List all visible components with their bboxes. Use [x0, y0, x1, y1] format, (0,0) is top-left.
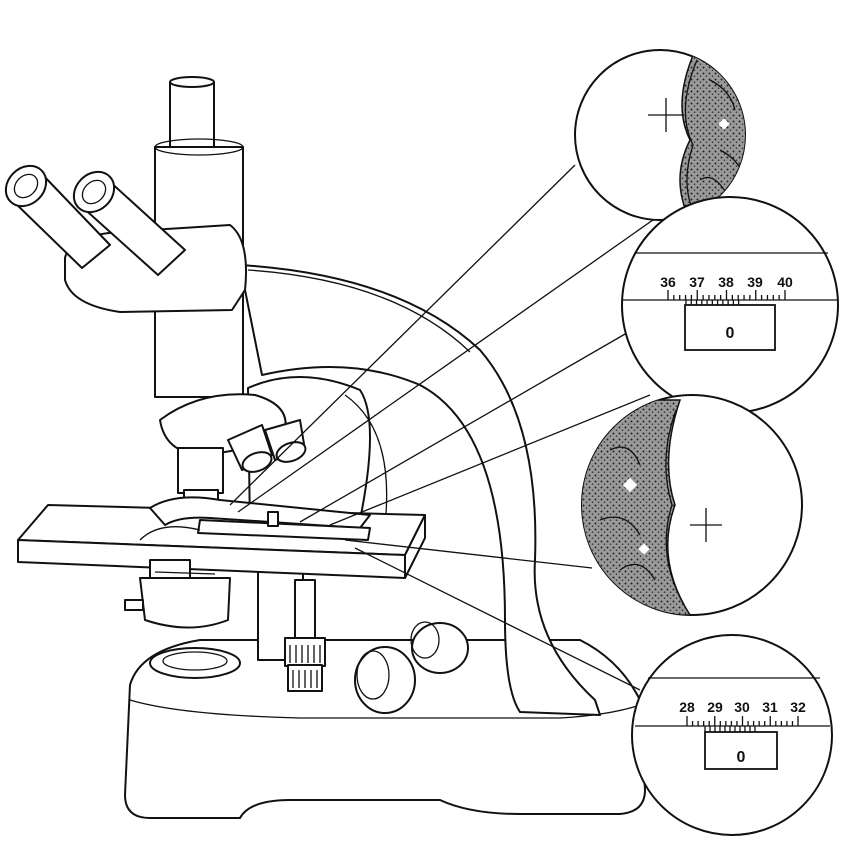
- field-of-view-upper: [575, 40, 760, 220]
- stage-drive-shaft: [295, 580, 315, 640]
- scale-label: 29: [707, 699, 723, 715]
- vernier-scale-upper: 36 37 38 39 40 0: [622, 197, 838, 413]
- camera-tube: [170, 82, 214, 147]
- microscope: [0, 77, 645, 818]
- scale-label: 32: [790, 699, 806, 715]
- scale-label: 40: [777, 274, 793, 290]
- vernier-zero-label: 0: [726, 325, 735, 342]
- stage-drive-knob: [285, 638, 325, 691]
- scale-label: 39: [747, 274, 763, 290]
- vernier-zero-label: 0: [737, 749, 746, 766]
- scale-label: 28: [679, 699, 695, 715]
- scale-label: 38: [718, 274, 734, 290]
- scale-label: 37: [689, 274, 705, 290]
- field-of-view-lower: [580, 395, 802, 615]
- condenser: [140, 578, 230, 628]
- scale-label: 30: [734, 699, 750, 715]
- coarse-focus-knob: [355, 647, 415, 713]
- vernier-scale-lower: 28 29 30 31 32 0: [632, 635, 832, 835]
- fine-focus-knob: [411, 622, 468, 673]
- scale-label: 31: [762, 699, 778, 715]
- scale-label: 36: [660, 274, 676, 290]
